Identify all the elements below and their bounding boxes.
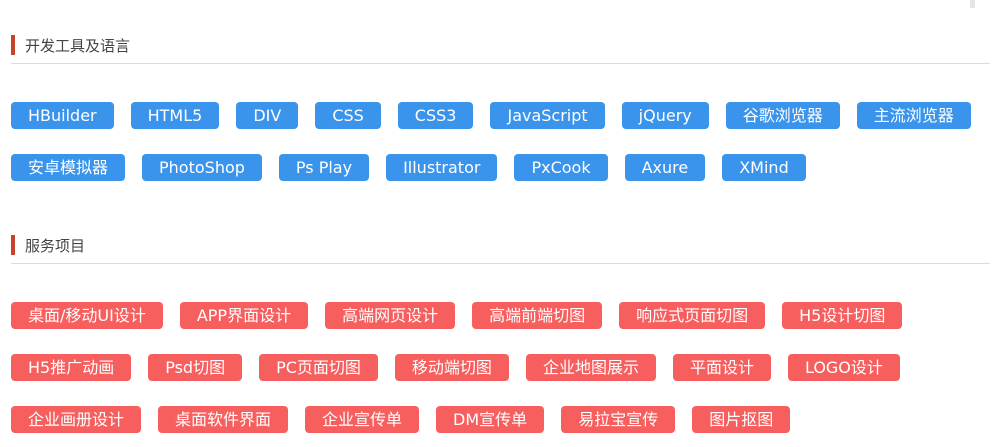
tool-tag[interactable]: jQuery: [621, 102, 709, 129]
tool-tag[interactable]: HTML5: [130, 102, 220, 129]
tool-tag[interactable]: 安卓模拟器: [11, 154, 126, 181]
scrollbar-thumb[interactable]: [970, 0, 975, 8]
tool-tag[interactable]: HBuilder: [11, 102, 114, 129]
tool-tag[interactable]: CSS: [315, 102, 381, 129]
service-tag[interactable]: LOGO设计: [787, 354, 900, 381]
tool-tag[interactable]: 谷歌浏览器: [725, 102, 840, 129]
services-section: 服务项目 桌面/移动UI设计 APP界面设计 高端网页设计 高端前端切图 响应式…: [11, 227, 990, 433]
service-tag[interactable]: 桌面软件界面: [158, 406, 289, 433]
tool-tag[interactable]: Illustrator: [386, 154, 498, 181]
tools-section-title: 开发工具及语言: [25, 36, 131, 55]
section-accent-bar: [11, 35, 15, 55]
service-tag[interactable]: APP界面设计: [179, 302, 309, 329]
service-tag[interactable]: Psd切图: [148, 354, 243, 381]
tool-tag[interactable]: CSS3: [397, 102, 474, 129]
tool-tag[interactable]: Axure: [624, 154, 706, 181]
tool-tag[interactable]: DIV: [236, 102, 299, 129]
tool-tag[interactable]: PhotoShop: [142, 154, 262, 181]
service-tag[interactable]: 易拉宝宣传: [561, 406, 676, 433]
services-tag-list: 桌面/移动UI设计 APP界面设计 高端网页设计 高端前端切图 响应式页面切图 …: [11, 302, 990, 433]
service-tag[interactable]: 高端前端切图: [472, 302, 603, 329]
service-tag[interactable]: PC页面切图: [259, 354, 378, 381]
service-tag[interactable]: 平面设计: [672, 354, 771, 381]
tool-tag[interactable]: JavaScript: [490, 102, 605, 129]
service-tag[interactable]: 企业画册设计: [11, 406, 142, 433]
service-tag[interactable]: H5设计切图: [782, 302, 903, 329]
tool-tag[interactable]: PxCook: [514, 154, 608, 181]
service-tag[interactable]: 移动端切图: [394, 354, 509, 381]
tool-tag[interactable]: 主流浏览器: [856, 102, 971, 129]
service-tag[interactable]: 企业地图展示: [525, 354, 656, 381]
service-tag[interactable]: 响应式页面切图: [619, 302, 766, 329]
tools-section: 开发工具及语言 HBuilder HTML5 DIV CSS CSS3 Java…: [11, 27, 990, 181]
service-tag[interactable]: 企业宣传单: [305, 406, 420, 433]
section-accent-bar: [11, 235, 15, 255]
service-tag[interactable]: 高端网页设计: [325, 302, 456, 329]
tools-section-header: 开发工具及语言: [11, 27, 990, 64]
services-section-title: 服务项目: [25, 236, 86, 255]
service-tag[interactable]: 桌面/移动UI设计: [11, 302, 163, 329]
services-section-header: 服务项目: [11, 227, 990, 264]
service-tag[interactable]: 图片抠图: [692, 406, 791, 433]
service-tag[interactable]: DM宣传单: [436, 406, 545, 433]
service-tag[interactable]: H5推广动画: [11, 354, 132, 381]
tool-tag[interactable]: XMind: [722, 154, 806, 181]
tools-tag-list: HBuilder HTML5 DIV CSS CSS3 JavaScript j…: [11, 102, 990, 181]
tool-tag[interactable]: Ps Play: [278, 154, 370, 181]
